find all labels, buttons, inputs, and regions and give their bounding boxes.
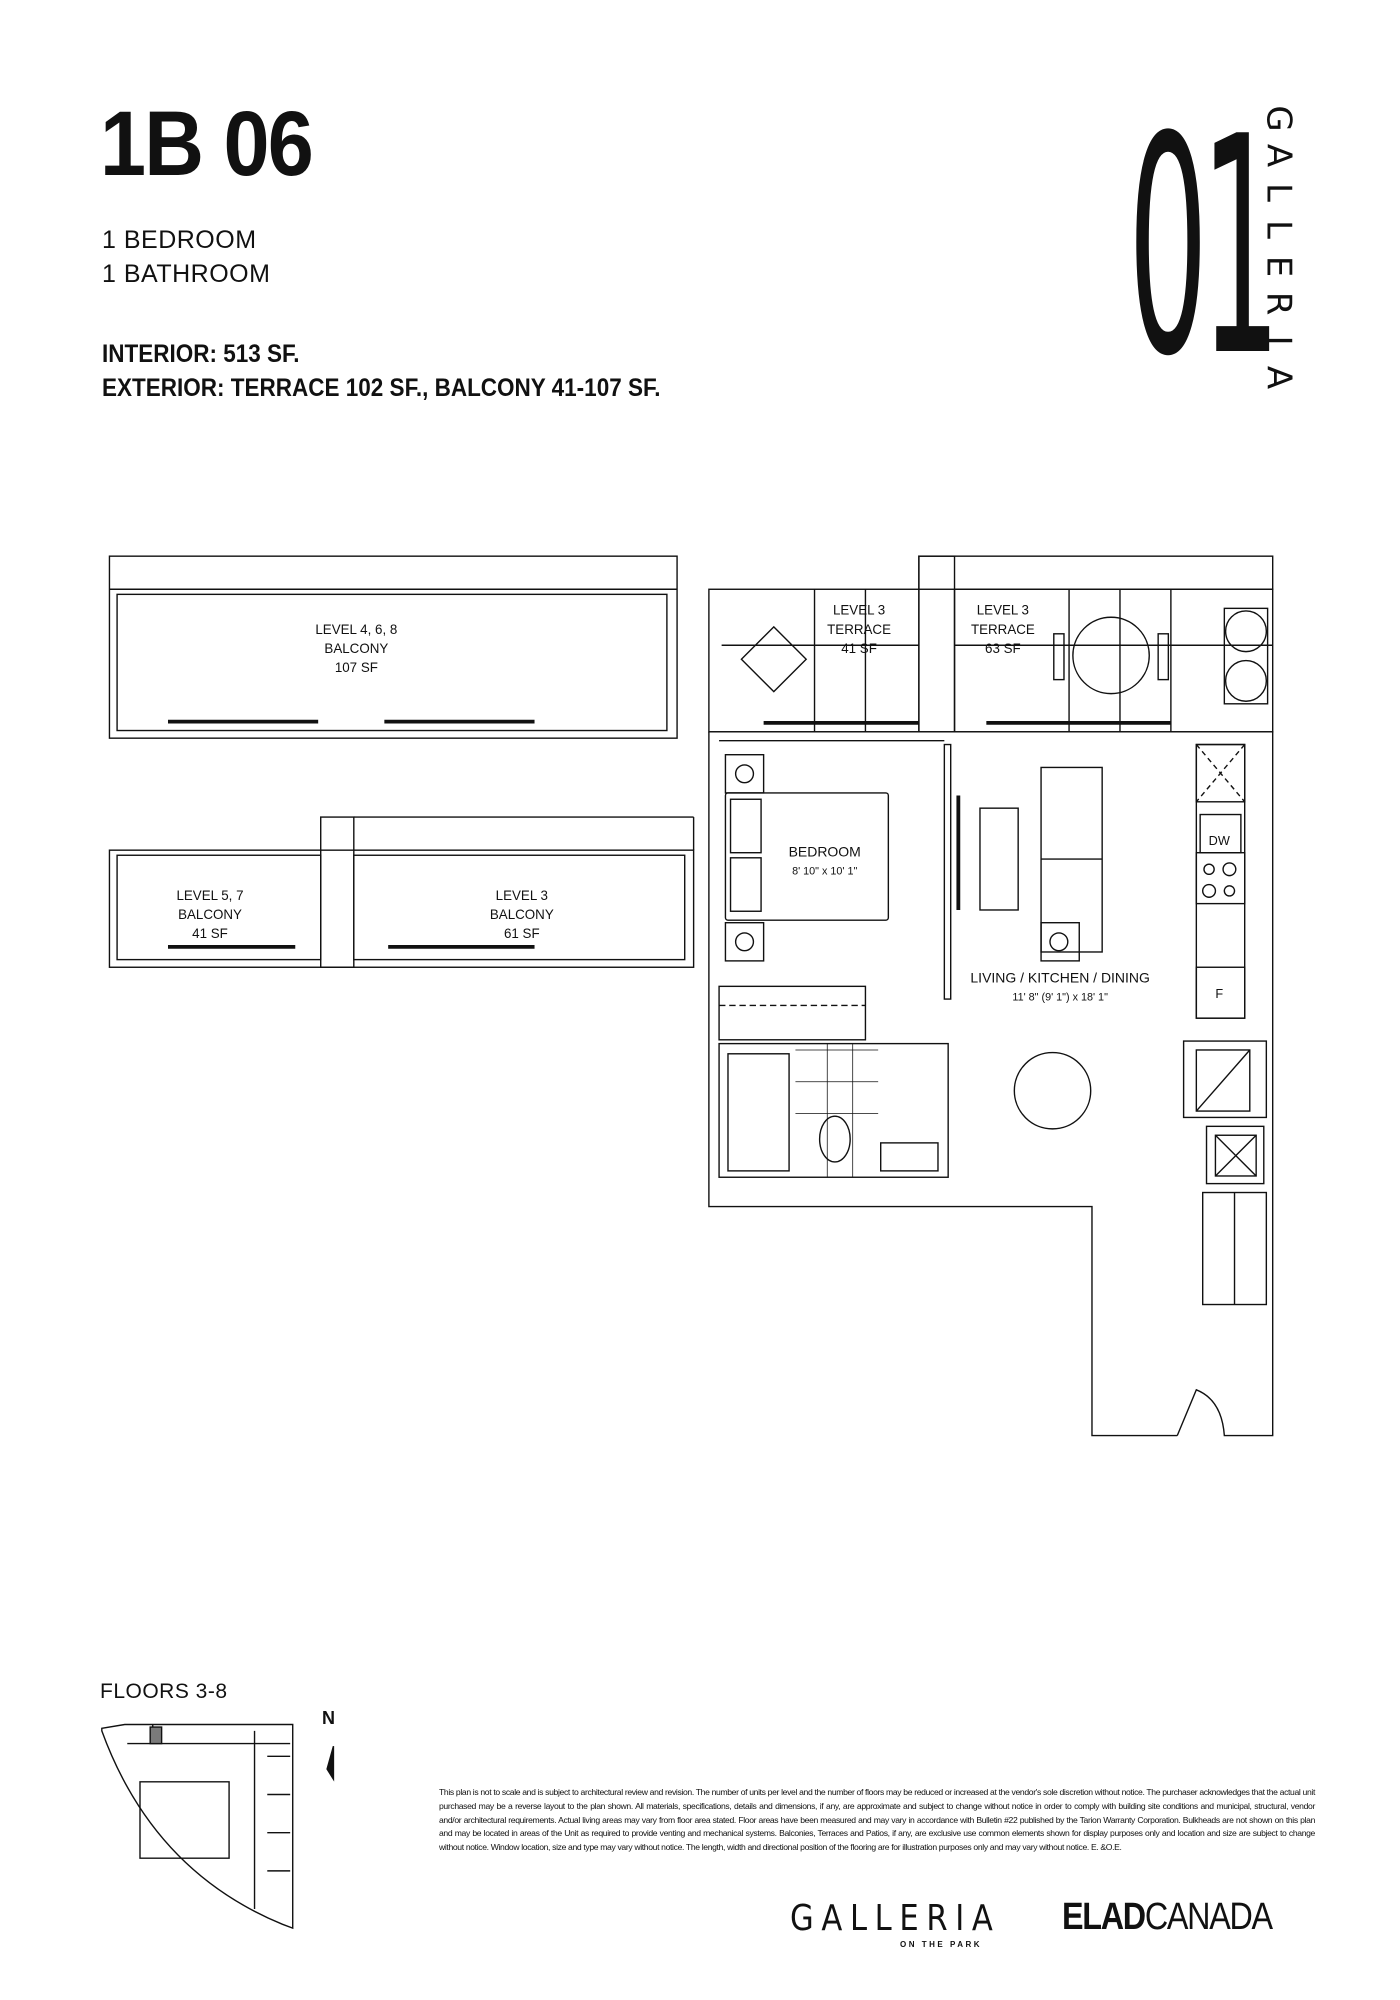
elad-canada-logo: ELADCANADA (1062, 1896, 1273, 1939)
balcony-level: LEVEL 5, 7 (176, 888, 243, 903)
balcony-level: LEVEL 4, 6, 8 (315, 622, 397, 637)
galleria-logo: GALLERIA (790, 1898, 1001, 1939)
interior-area: INTERIOR: 513 SF. (102, 340, 300, 368)
terrace-area: 41 SF (841, 641, 877, 656)
galleria-logo-subtitle: ON THE PARK (900, 1940, 983, 1949)
terrace-type: TERRACE (971, 622, 1035, 637)
north-indicator: N (322, 1708, 335, 1728)
canada-text: CANADA (1144, 1896, 1273, 1938)
unit-plan: BEDROOM 8' 10" x 10' 1" LIVING / KITCHEN… (708, 555, 1274, 1437)
unit-title: 1B 06 (100, 93, 314, 195)
balcony-type: BALCONY (178, 907, 242, 922)
balcony-type: BALCONY (490, 907, 554, 922)
exterior-area: EXTERIOR: TERRACE 102 SF., BALCONY 41-10… (102, 374, 661, 402)
room-name: BEDROOM (789, 844, 861, 860)
balcony-level: LEVEL 3 (496, 888, 548, 903)
terrace-type: TERRACE (827, 622, 891, 637)
terrace-area: 63 SF (985, 641, 1021, 656)
balcony-area: 61 SF (504, 926, 540, 941)
floors-label: FLOORS 3-8 (100, 1680, 228, 1703)
fridge-label: F (1215, 986, 1223, 1001)
bathroom-count: 1 BATHROOM (102, 260, 271, 288)
unit-highlight (149, 1726, 163, 1745)
balcony-type: BALCONY (324, 641, 388, 656)
terrace-level: LEVEL 3 (833, 603, 885, 618)
room-dimensions: 11' 8" (9' 1") x 18' 1" (1012, 991, 1108, 1003)
balcony-area: 107 SF (335, 660, 378, 675)
key-plan (101, 1723, 335, 1930)
building-number-logo: 01 (1128, 73, 1281, 422)
disclaimer-text: This plan is not to scale and is subject… (439, 1787, 1315, 1853)
balcony-level-4-6-8: LEVEL 4, 6, 8 BALCONY 107 SF (108, 555, 678, 739)
balcony-area: 41 SF (192, 926, 228, 941)
dishwasher-label: DW (1209, 833, 1230, 848)
balcony-level-5-7-and-3: LEVEL 5, 7 BALCONY 41 SF LEVEL 3 BALCONY… (108, 816, 695, 968)
room-dimensions: 8' 10" x 10' 1" (792, 865, 857, 877)
room-name: LIVING / KITCHEN / DINING (970, 970, 1150, 986)
elad-text: ELAD (1062, 1896, 1146, 1938)
bedroom-count: 1 BEDROOM (102, 226, 257, 254)
terrace-level: LEVEL 3 (977, 603, 1029, 618)
